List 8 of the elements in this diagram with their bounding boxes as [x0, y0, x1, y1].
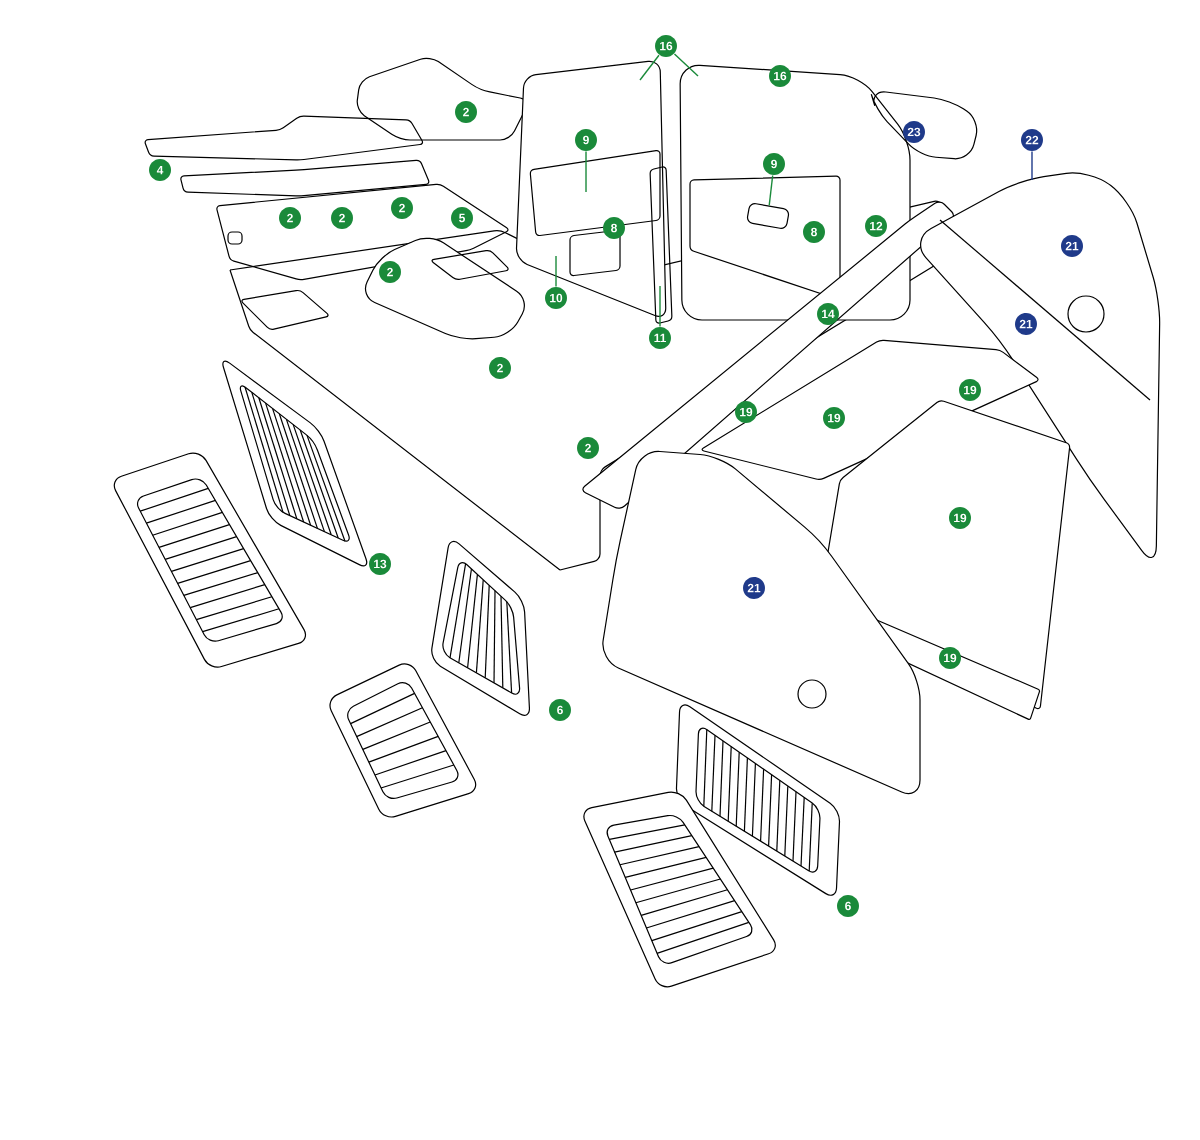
leader-line [768, 174, 774, 207]
leader-line [1031, 150, 1033, 181]
leader-line [639, 54, 660, 81]
leader-line [673, 53, 699, 77]
leader-line [659, 285, 661, 328]
leader-line [585, 150, 587, 193]
leader-line [555, 255, 557, 288]
door-pull [746, 203, 790, 229]
